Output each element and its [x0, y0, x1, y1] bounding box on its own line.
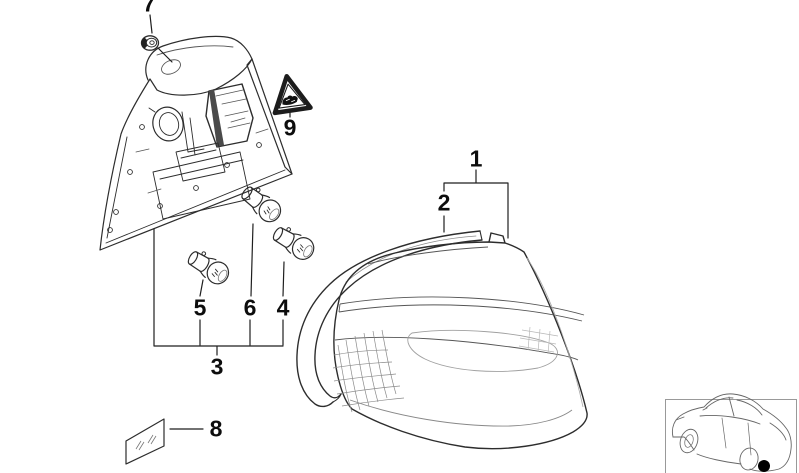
callout-1: 1 — [469, 145, 483, 172]
bulb-6 — [236, 181, 286, 227]
bulb-4 — [268, 222, 319, 264]
carrier-top-flap — [145, 35, 253, 81]
screw-holes — [107, 124, 262, 233]
car-rear-three-quarter-icon — [672, 393, 792, 472]
bracket-1-2 — [443, 169, 509, 239]
callout-9: 9 — [283, 114, 297, 141]
bulb-5 — [183, 246, 234, 289]
rear-light-lens — [332, 232, 588, 450]
callout-2: 2 — [437, 189, 451, 216]
callout-leader-lines — [149, 14, 509, 430]
label-sticker — [125, 418, 165, 465]
lens-gasket-seal — [296, 230, 483, 408]
bracket-3 — [153, 228, 284, 356]
callout-5: 5 — [193, 294, 207, 321]
bulb-socket-round — [148, 106, 184, 142]
part-location-dot — [758, 460, 770, 472]
grommet — [140, 35, 160, 51]
lens-top-tab — [488, 232, 506, 244]
lens-crosshatch-texture — [332, 329, 405, 413]
callout-3: 3 — [210, 353, 224, 380]
callout-7: 7 — [142, 0, 156, 17]
callout-6: 6 — [243, 294, 257, 321]
callout-8: 8 — [209, 415, 223, 442]
bulb-carrier-housing — [99, 35, 293, 251]
callout-4: 4 — [276, 294, 290, 321]
connector-block — [205, 83, 254, 148]
warning-triangle-icon — [272, 74, 313, 116]
car-thumbnail — [665, 393, 797, 473]
